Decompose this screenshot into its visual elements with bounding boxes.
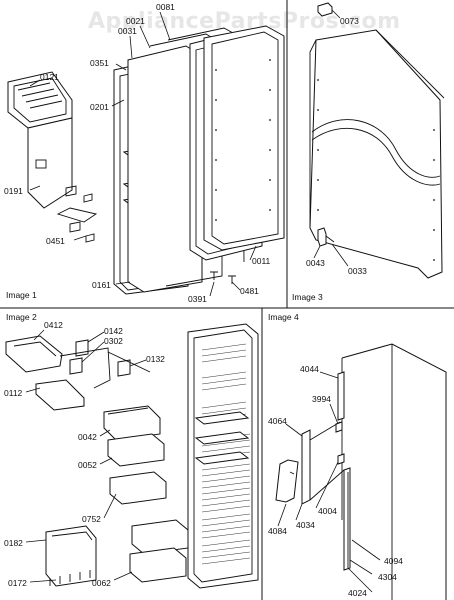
label-0142: 0142 bbox=[104, 326, 123, 336]
label-0391: 0391 bbox=[188, 294, 207, 304]
label-0302: 0302 bbox=[104, 336, 123, 346]
label-4004: 4004 bbox=[318, 506, 337, 516]
image1-drawing bbox=[7, 11, 285, 297]
label-0073: 0073 bbox=[340, 16, 359, 26]
label-0201: 0201 bbox=[90, 102, 109, 112]
image4-labels: Image 4 4044 3994 4064 4004 4084 4034 40… bbox=[268, 312, 403, 598]
label-0062: 0062 bbox=[92, 578, 111, 588]
label-0011: 0011 bbox=[252, 256, 271, 266]
label-4084: 4084 bbox=[268, 526, 287, 536]
caption-image4: Image 4 bbox=[268, 312, 299, 322]
image3-labels: 0073 0043 0033 Image 3 bbox=[292, 16, 367, 302]
label-0182: 0182 bbox=[4, 538, 23, 548]
label-0081: 0081 bbox=[156, 2, 175, 12]
label-0021: 0021 bbox=[126, 16, 145, 26]
caption-image1: Image 1 bbox=[6, 290, 37, 300]
label-4094: 4094 bbox=[384, 556, 403, 566]
caption-image2: Image 2 bbox=[6, 312, 37, 322]
label-0412: 0412 bbox=[44, 320, 63, 330]
label-0132: 0132 bbox=[146, 354, 165, 364]
label-0481: 0481 bbox=[240, 286, 259, 296]
label-0033: 0033 bbox=[348, 266, 367, 276]
image1-labels: 0121 0351 0201 0191 0451 0161 0391 0481 … bbox=[4, 2, 271, 304]
label-4034: 4034 bbox=[296, 520, 315, 530]
label-0031: 0031 bbox=[118, 26, 137, 36]
label-0121: 0121 bbox=[40, 72, 59, 82]
label-4064: 4064 bbox=[268, 416, 287, 426]
label-4024: 4024 bbox=[348, 588, 367, 598]
image2-drawing bbox=[5, 323, 259, 589]
label-0451: 0451 bbox=[46, 236, 65, 246]
label-0052: 0052 bbox=[78, 460, 97, 470]
label-0042: 0042 bbox=[78, 432, 97, 442]
label-0752: 0752 bbox=[82, 514, 101, 524]
image3-drawing bbox=[309, 2, 445, 279]
caption-image3: Image 3 bbox=[292, 292, 323, 302]
label-3994: 3994 bbox=[312, 394, 331, 404]
label-4044: 4044 bbox=[300, 364, 319, 374]
label-0161: 0161 bbox=[92, 280, 111, 290]
label-0351: 0351 bbox=[90, 58, 109, 68]
label-0191: 0191 bbox=[4, 186, 23, 196]
label-0043: 0043 bbox=[306, 258, 325, 268]
label-4304: 4304 bbox=[378, 572, 397, 582]
label-0112: 0112 bbox=[4, 388, 23, 398]
label-0172: 0172 bbox=[8, 578, 27, 588]
image2-labels: Image 2 0412 0142 0302 0132 0112 0042 00… bbox=[4, 312, 165, 588]
image4-drawing bbox=[275, 343, 447, 600]
